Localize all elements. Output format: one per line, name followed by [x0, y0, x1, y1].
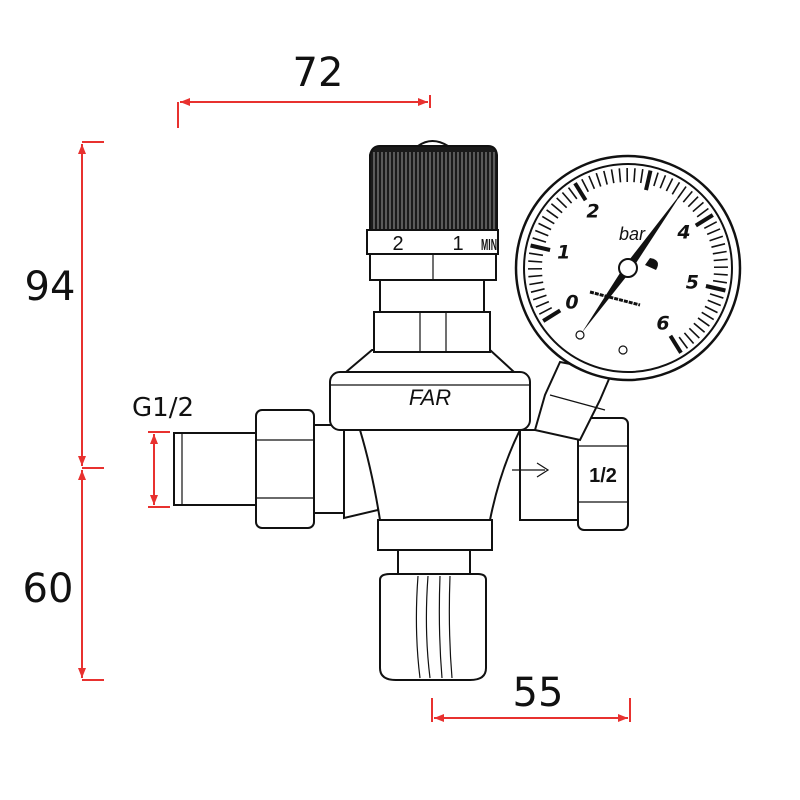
dimension-height-bottom: 60 [23, 470, 104, 681]
gauge-tick [538, 222, 552, 231]
gauge-tick [706, 228, 721, 236]
gauge-tick [693, 322, 706, 333]
gauge-tick [528, 252, 544, 257]
gauge-tick [542, 308, 562, 323]
gauge-tick [653, 172, 659, 187]
gauge-tick [573, 182, 588, 202]
brand-label: FAR [409, 385, 451, 410]
gauge-tick [701, 311, 715, 321]
dimension-offset-label: 55 [513, 670, 564, 716]
dimension-offset: 55 [431, 670, 631, 722]
gauge-number-1: 1 [557, 242, 570, 264]
gauge-tick [705, 284, 726, 293]
gauge-tick [713, 273, 728, 276]
gauge-tick [550, 203, 563, 214]
gauge-tick [561, 192, 573, 204]
gauge-number-5: 5 [686, 271, 699, 293]
dimension-width: 72 [177, 50, 431, 128]
gauge-tick [709, 235, 724, 242]
gauge-tick [687, 196, 699, 208]
gauge-tick [713, 258, 728, 262]
gauge-tick [665, 178, 674, 192]
gauge-tick [535, 300, 550, 308]
gauge-tick [633, 168, 636, 183]
bottom-cap [379, 549, 487, 681]
gauge-tick [546, 209, 559, 219]
flow-arrow-icon [512, 462, 550, 478]
gauge-tick [528, 260, 543, 263]
dimension-height-bottom-label: 60 [23, 566, 74, 612]
gauge-tick [697, 317, 710, 327]
gauge-tick [567, 187, 578, 200]
gauge-tick [556, 197, 568, 209]
gauge-tick [532, 294, 547, 301]
dimension-height-top-label: 94 [25, 264, 76, 310]
gauge-tick [682, 190, 693, 203]
gauge-tick [581, 178, 589, 193]
gauge-tick [603, 170, 608, 185]
dimension-thread-label: G1/2 [132, 393, 194, 423]
gauge-number-4: 4 [676, 222, 690, 244]
gauge-tick [530, 288, 545, 293]
dimension-width-label: 72 [293, 50, 344, 96]
gauge-number-2: 2 [586, 201, 599, 223]
gauge-tick [595, 172, 602, 187]
gauge-tick [688, 327, 700, 339]
gauge-tick [538, 307, 553, 315]
gauge-number-0: 0 [565, 291, 578, 313]
gauge-tick [532, 237, 547, 243]
gauge-tick [704, 305, 718, 314]
gauge-unit-label: bar [619, 224, 646, 244]
gauge-tick [678, 336, 689, 349]
gauge-number-6: 6 [656, 312, 669, 334]
gauge-tick [694, 213, 714, 228]
knob-scale-2: 2 [392, 233, 403, 255]
gauge-tick [712, 279, 728, 284]
gauge-tick [618, 168, 622, 183]
dimension-height-top: 94 [25, 141, 104, 469]
gauge-tick [610, 169, 615, 184]
gauge-tick [692, 201, 704, 213]
pressure-gauge: 0 12 4 56 bar [514, 154, 742, 382]
gauge-tick [528, 274, 543, 278]
gauge-tick [644, 170, 653, 191]
gauge-tick [711, 243, 726, 248]
outlet-size-label: 1/2 [589, 465, 617, 487]
gauge-tick [668, 334, 683, 354]
valve-body: FAR [329, 253, 531, 551]
gauge-tick [639, 168, 644, 184]
knob-scale-1: 1 [452, 233, 463, 255]
outlet-fitting: 1/2 [512, 417, 629, 531]
gauge-tick [530, 243, 551, 252]
adjustment-knob[interactable]: 2 1 MIN [366, 140, 499, 255]
inlet-fitting [173, 409, 379, 529]
gauge-tick [529, 281, 544, 286]
knob-scale-min: MIN [481, 237, 497, 254]
gauge-tick [683, 332, 695, 344]
gauge-tick [659, 174, 667, 189]
gauge-tick [671, 181, 681, 195]
gauge-tick [534, 229, 549, 237]
gauge-tick [712, 250, 727, 255]
gauge-tick [696, 207, 709, 218]
gauge-tick [709, 293, 724, 299]
gauge-tick [707, 299, 722, 307]
gauge-tick [588, 175, 596, 190]
dimension-thread: G1/2 [132, 393, 194, 508]
gauge-tick [541, 215, 555, 225]
gauge-tick [703, 221, 718, 229]
